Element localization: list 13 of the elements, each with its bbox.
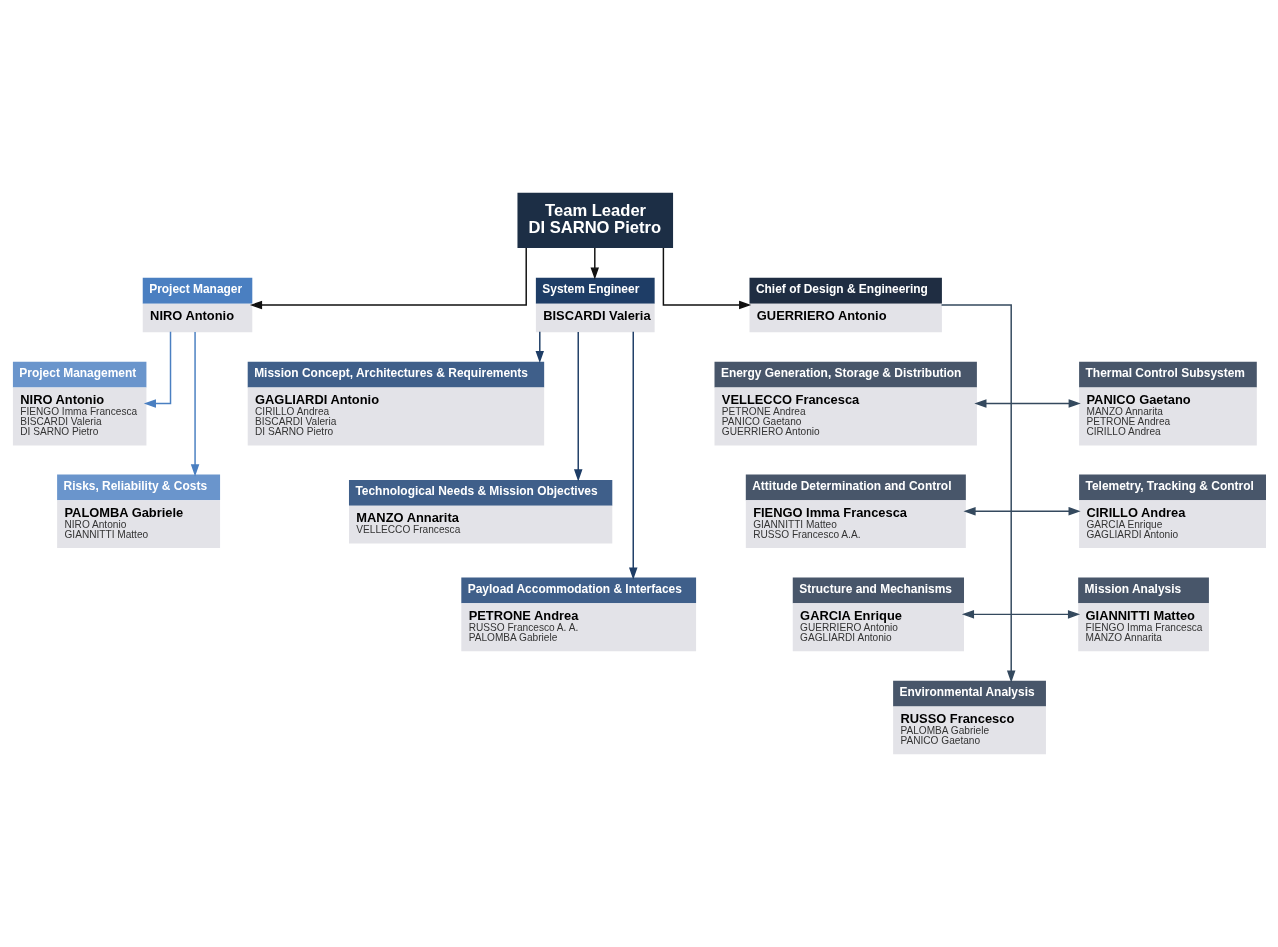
arrow: [963, 507, 1081, 516]
arrow: [940, 304, 1016, 683]
arrow: [249, 247, 527, 310]
arrow: [143, 331, 172, 408]
arrow: [535, 331, 545, 364]
node-box: Team Leader DI SARNO Pietro: [517, 192, 674, 248]
arrow: [961, 610, 1081, 619]
arrow: [974, 399, 1081, 408]
arrow: [590, 247, 600, 280]
arrow: [662, 247, 752, 310]
arrow: [573, 331, 583, 482]
arrow: [629, 331, 638, 580]
arrow: [190, 331, 200, 477]
